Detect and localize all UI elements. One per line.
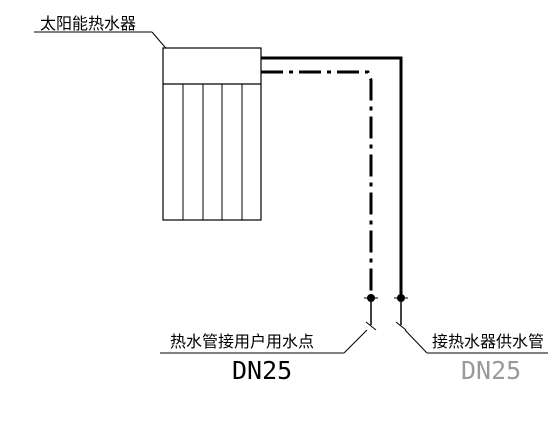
hot-water-point-label: 热水管接用户用水点 [170,332,315,351]
heater-label: 太阳能热水器 [40,14,137,33]
supply-pipe-end-mark [395,321,407,331]
hot-pipe-end-mark [365,321,377,331]
hot-water-pipe [261,70,373,298]
solar-heater-body [162,47,262,221]
supply-pipe-diameter-label: DN25 [461,356,522,385]
hot-pipe-diameter-label: DN25 [232,356,293,385]
supply-pipe [261,56,403,298]
hot-label-leader [343,329,368,354]
supply-connection-label: 接热水器供水管 [432,332,545,351]
supply-label-leader [404,329,428,354]
